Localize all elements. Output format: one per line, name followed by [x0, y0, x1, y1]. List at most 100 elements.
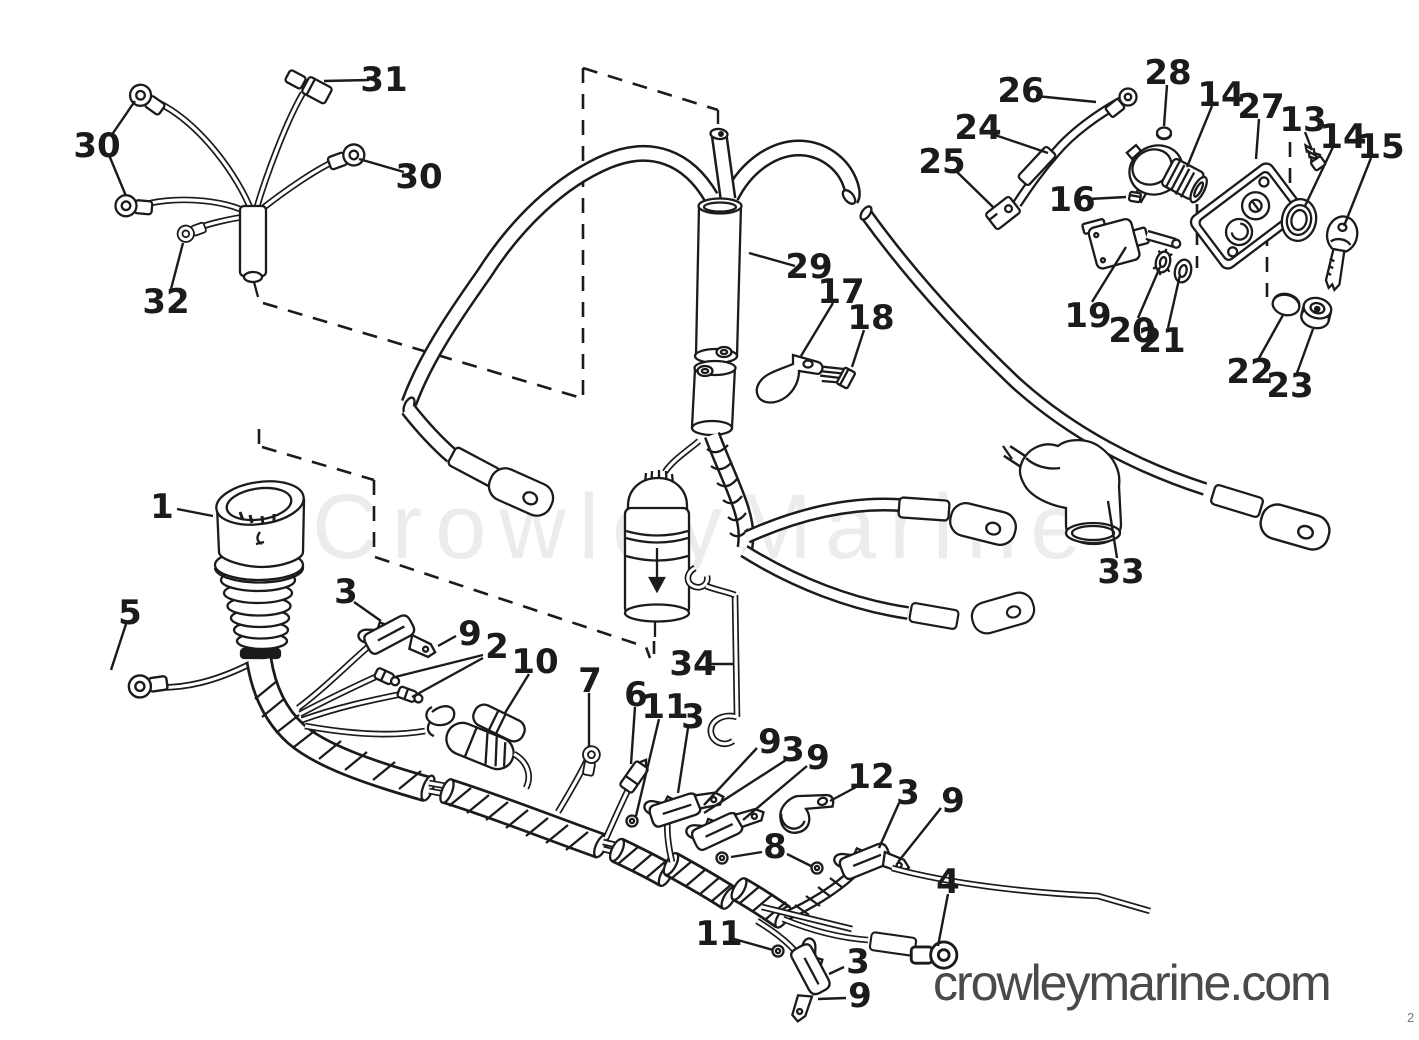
ring-terminal: [174, 218, 209, 245]
leader-line-26: [1035, 94, 1097, 104]
washer-21: [1173, 258, 1193, 284]
leader-line-18: [850, 329, 866, 368]
leader-line-5: [109, 623, 128, 671]
leader-line-2: [394, 653, 484, 679]
terminal-9: [791, 994, 813, 1023]
leader-line-3: [877, 802, 901, 849]
part-label-26: 26: [997, 71, 1044, 111]
leader-line-9: [897, 807, 942, 863]
leader-line-1: [176, 507, 214, 518]
cable-lug: [1256, 500, 1334, 554]
curl-clip: [425, 705, 456, 738]
switch-panel-plate-27: [1189, 162, 1305, 270]
part-label-24: 24: [954, 108, 1001, 148]
fuse-10: [472, 703, 526, 743]
leader-line-14: [1303, 146, 1335, 207]
leader-line-6: [629, 706, 637, 765]
screw-18: [819, 365, 856, 390]
grommet-8: [811, 862, 823, 874]
part-label-9: 9: [848, 976, 872, 1016]
sensor-body: [445, 721, 515, 771]
leader-line-14: [1185, 105, 1214, 168]
part-label-31: 31: [360, 60, 407, 100]
leader-line-4: [936, 893, 950, 947]
lead-cable-24: [985, 87, 1138, 231]
snap-connector-3: [786, 936, 838, 998]
part-label-25: 25: [918, 142, 965, 182]
bezel-nut-14: [1280, 198, 1318, 242]
ring-terminal: [125, 80, 169, 120]
sleeve-tube-29: [690, 197, 755, 550]
part-label-14: 14: [1319, 117, 1366, 157]
leader-line-9: [742, 765, 808, 821]
part-label-14: 14: [1197, 75, 1244, 115]
part-label-18: 18: [847, 298, 894, 338]
leader-line-16: [1088, 195, 1127, 201]
leader-line-2: [411, 656, 484, 699]
leader-line-23: [1295, 328, 1315, 374]
connector-6: [619, 758, 649, 794]
part-label-20: 20: [1108, 311, 1155, 351]
key-15: [1324, 215, 1359, 292]
leader-line-24: [991, 132, 1049, 155]
part-label-3: 3: [334, 572, 358, 612]
part-label-5: 5: [118, 593, 142, 633]
snap-connector-3: [642, 786, 703, 830]
harness-branches: [296, 565, 1151, 1023]
part-label-29: 29: [785, 247, 832, 287]
part-label-9: 9: [458, 614, 482, 654]
part-label-1: 1: [150, 487, 174, 527]
leader-line-11: [733, 937, 774, 952]
flag-terminal-25: [985, 195, 1021, 231]
toggle-switch-19: [1081, 217, 1182, 270]
leader-line-17: [799, 302, 835, 357]
key-switch-assembly: [1125, 126, 1208, 204]
leader-line-21: [1166, 274, 1182, 329]
part-label-9: 9: [941, 781, 965, 821]
part-label-10: 10: [511, 642, 558, 682]
leader-line-32: [169, 242, 185, 290]
part-label-3: 3: [681, 697, 705, 737]
wrapped-harness: [245, 657, 792, 929]
part-label-7: 7: [578, 661, 602, 701]
part-label-30: 30: [395, 157, 442, 197]
part-label-2: 2: [485, 627, 509, 667]
part-label-16: 16: [1048, 180, 1095, 220]
ignition-canister: [623, 438, 702, 637]
leader-line-12: [829, 784, 859, 803]
part-label-11: 11: [641, 687, 688, 727]
sleeve-32: [238, 204, 268, 278]
elbow-boot-33: [1002, 438, 1123, 546]
website-text: crowleymarine.com: [933, 955, 1330, 1011]
part-label-22: 22: [1226, 352, 1273, 392]
leader-line-28: [1162, 84, 1169, 127]
leader-line-31: [323, 78, 370, 83]
leader-line-19: [1090, 246, 1128, 303]
part-label-12: 12: [847, 757, 894, 797]
lock-washer-20: [1152, 248, 1173, 276]
part-label-17: 17: [817, 272, 864, 312]
leader-line-3: [828, 965, 845, 976]
part-label-9: 9: [806, 738, 830, 778]
part-label-27: 27: [1237, 87, 1284, 127]
leader-line-30: [110, 100, 136, 137]
leader-line-27: [1254, 118, 1261, 160]
part-label-21: 21: [1138, 321, 1185, 361]
part-label-30: 30: [73, 126, 120, 166]
grommet-8: [716, 852, 728, 864]
part-label-13: 13: [1279, 100, 1326, 140]
leader-line-13: [1303, 131, 1314, 151]
leader-line-25: [954, 169, 994, 208]
part-label-28: 28: [1144, 53, 1191, 93]
grommet-11: [772, 945, 784, 957]
leader-line-3: [676, 727, 690, 794]
dashed-outline: [257, 66, 1292, 659]
part-label-3: 3: [896, 773, 920, 813]
part-label-11: 11: [695, 914, 742, 954]
grommet-11: [626, 815, 638, 827]
part-label-33: 33: [1097, 552, 1144, 592]
part-label-8: 8: [763, 827, 787, 867]
